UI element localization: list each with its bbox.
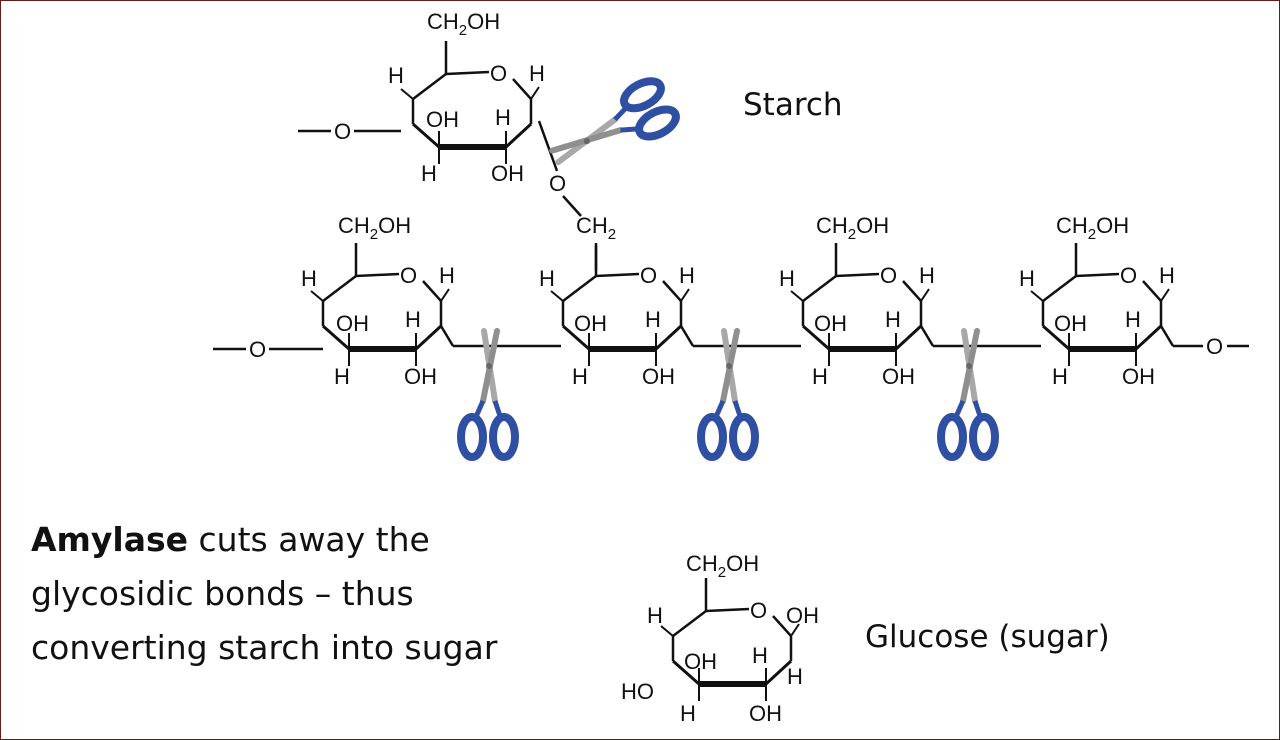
h-atom: H: [439, 263, 455, 288]
description-line1: cuts away the: [188, 520, 430, 559]
ch2oh-label: CH2OH: [427, 9, 500, 39]
h-atom: H: [405, 307, 421, 332]
h-atom: H: [885, 307, 901, 332]
h-atom: H: [1159, 263, 1175, 288]
h-atom: H: [1019, 266, 1035, 291]
ch2-label: CH2: [576, 213, 616, 243]
starch-label: Starch: [743, 87, 843, 123]
ring-oxygen: O: [880, 263, 897, 288]
h-atom: H: [787, 664, 803, 689]
description-line2: glycosidic bonds – thus: [31, 574, 414, 613]
oh-group: OH: [882, 364, 915, 389]
oh-group: OH: [336, 311, 369, 336]
chain-glucose-unit-3: CH2OH O H H OH H H OH: [779, 213, 935, 389]
h-atom: H: [679, 263, 695, 288]
scissors-icon: [461, 331, 515, 457]
h-atom: H: [779, 266, 795, 291]
glycosidic-oxygen: O: [1206, 334, 1223, 359]
h-atom: H: [680, 701, 696, 726]
ring-oxygen: O: [1120, 263, 1137, 288]
scissors-icon: [941, 331, 995, 457]
amylase-description: Amylase cuts away the glycosidic bonds – …: [31, 513, 591, 675]
chain-glucose-unit-4: CH2OH O H H OH H H OH: [1019, 213, 1175, 389]
oh-group: OH: [786, 603, 819, 628]
oh-group: OH: [426, 107, 459, 132]
h-atom: H: [1052, 364, 1068, 389]
scissors-icon: [701, 331, 755, 457]
ch2oh-label: CH2OH: [816, 213, 889, 243]
oh-group: OH: [1122, 364, 1155, 389]
h-atom: H: [529, 61, 545, 86]
ch2oh-label: CH2OH: [1056, 213, 1129, 243]
h-atom: H: [1125, 307, 1141, 332]
oh-group: OH: [491, 161, 524, 186]
scissors-icon: [544, 76, 681, 183]
h-atom: H: [647, 603, 663, 628]
oh-group: OH: [404, 364, 437, 389]
ch2oh-label: CH2OH: [686, 551, 759, 581]
chain-glucose-unit-1: CH2OH O H H OH H H OH: [301, 213, 455, 389]
branch-glucose-unit: CH2OH O H H OH H H OH O O: [298, 9, 582, 217]
h-atom: H: [572, 364, 588, 389]
chain-glucose-unit-2: CH2 O H H OH H H OH: [539, 213, 695, 389]
ring-oxygen: O: [490, 61, 507, 86]
h-atom: H: [334, 364, 350, 389]
chain-glycosidic-bonds: O O: [213, 246, 1249, 362]
glycosidic-oxygen: O: [249, 337, 266, 362]
glucose-label: Glucose (sugar): [865, 619, 1110, 655]
oh-group: OH: [574, 311, 607, 336]
ch2oh-label: CH2OH: [338, 213, 411, 243]
h-atom: H: [388, 63, 404, 88]
h-atom: H: [539, 266, 555, 291]
amylase-term: Amylase: [31, 520, 189, 559]
h-atom: H: [421, 161, 437, 186]
h-atom: H: [495, 105, 511, 130]
oh-group: OH: [749, 701, 782, 726]
oh-group: OH: [684, 649, 717, 674]
ring-oxygen: O: [400, 263, 417, 288]
glycosidic-oxygen: O: [334, 119, 351, 144]
oh-group: OH: [642, 364, 675, 389]
glucose-molecule: CH2OH O OH H OH H H HO H OH: [621, 551, 819, 726]
ho-group: HO: [621, 679, 654, 704]
glycosidic-oxygen: O: [549, 171, 566, 196]
ring-oxygen: O: [640, 263, 657, 288]
description-line3: converting starch into sugar: [31, 628, 498, 667]
h-atom: H: [919, 263, 935, 288]
h-atom: H: [301, 266, 317, 291]
h-atom: H: [812, 364, 828, 389]
h-atom: H: [752, 643, 768, 668]
ring-oxygen: O: [750, 598, 767, 623]
oh-group: OH: [1054, 311, 1087, 336]
h-atom: H: [645, 307, 661, 332]
oh-group: OH: [814, 311, 847, 336]
